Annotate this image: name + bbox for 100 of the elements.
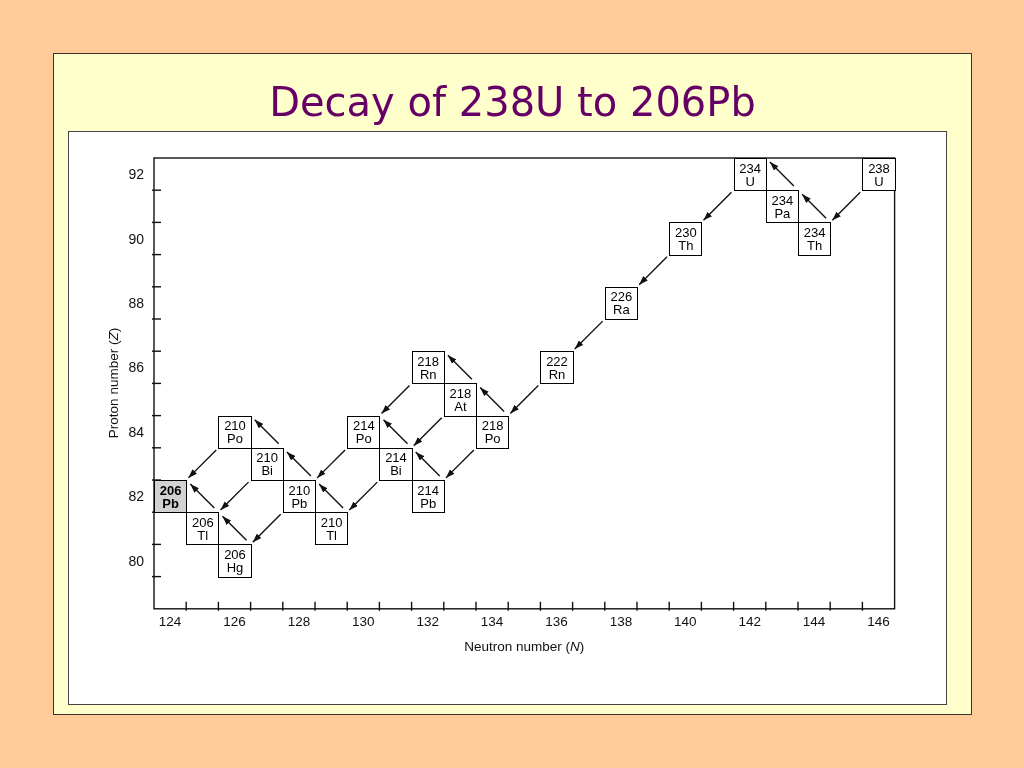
- decay-arrow: [509, 384, 539, 415]
- tick-label: 136: [545, 614, 568, 630]
- tick-label: 138: [609, 614, 633, 630]
- decay-arrow: [189, 483, 215, 509]
- tick-label: 92: [128, 166, 144, 183]
- mass-number: 234: [771, 193, 794, 207]
- tick-label: 128: [287, 614, 311, 630]
- mass-number: 234: [803, 226, 826, 239]
- decay-arrow: [447, 354, 473, 380]
- element-symbol: Hg: [226, 561, 244, 574]
- element-symbol: Bi: [390, 464, 402, 478]
- mass-number: 206: [224, 548, 246, 561]
- decay-arrow: [382, 419, 409, 445]
- isotope-box: [154, 480, 188, 514]
- decay-arrow: [348, 481, 378, 511]
- mass-number: 206: [159, 483, 182, 497]
- mass-number: 210: [224, 419, 246, 433]
- decay-arrow: [769, 161, 795, 187]
- element-symbol: Pa: [774, 206, 791, 220]
- tick-label: 146: [867, 614, 890, 630]
- isotope-box: [765, 190, 799, 224]
- tick-label: 86: [128, 359, 144, 376]
- tick-label: 126: [223, 614, 246, 630]
- isotope-box: [282, 480, 316, 514]
- isotope-box: [411, 480, 445, 514]
- mass-number: 210: [256, 451, 279, 465]
- mass-number: 218: [449, 387, 472, 400]
- decay-arrow: [445, 449, 475, 479]
- isotope-box: [411, 351, 445, 385]
- element-symbol: Ra: [613, 303, 630, 317]
- decay-arrow: [702, 191, 733, 221]
- tick-label: 80: [128, 552, 144, 569]
- tick-label: 84: [128, 423, 144, 440]
- tick-label: 144: [802, 614, 826, 630]
- mass-number: 230: [674, 226, 697, 239]
- element-symbol: Rn: [548, 367, 566, 381]
- element-symbol: U: [874, 174, 884, 188]
- decay-arrow: [479, 386, 505, 413]
- decay-arrow: [831, 191, 861, 221]
- isotope-box: [443, 383, 477, 417]
- isotope-box: [250, 447, 284, 481]
- isotope-box: [218, 415, 252, 449]
- element-symbol: Pb: [162, 496, 179, 510]
- tick-label: 90: [128, 230, 144, 247]
- axis-title: Proton number (Z): [106, 328, 122, 439]
- element-symbol: At: [454, 400, 467, 413]
- mass-number: 238: [868, 161, 890, 175]
- isotope-box: [798, 222, 832, 256]
- decay-arrow: [413, 417, 443, 447]
- mass-number: 218: [417, 354, 440, 368]
- tick-label: 130: [352, 614, 375, 630]
- tick-label: 132: [416, 614, 439, 630]
- element-symbol: Rn: [419, 367, 437, 381]
- decay-arrow: [415, 451, 441, 477]
- tick-label: 88: [128, 294, 144, 311]
- mass-number: 214: [417, 483, 440, 497]
- element-symbol: Th: [678, 239, 694, 252]
- decay-arrow: [801, 193, 827, 219]
- element-symbol: Po: [355, 432, 372, 446]
- isotope-box: [186, 512, 220, 546]
- tick-label: 142: [738, 614, 761, 630]
- mass-number: 222: [546, 354, 568, 368]
- mass-number: 234: [739, 161, 762, 175]
- element-symbol: Tl: [197, 528, 209, 542]
- isotope-box: [540, 351, 574, 385]
- isotope-box: [862, 158, 896, 192]
- decay-arrow: [574, 320, 604, 350]
- decay-arrow: [318, 483, 344, 509]
- isotope-box: [669, 222, 703, 256]
- element-symbol: U: [745, 174, 755, 188]
- mass-number: 214: [385, 451, 407, 465]
- isotope-box: [315, 512, 349, 546]
- tick-label: 124: [158, 614, 182, 630]
- mass-number: 226: [610, 290, 633, 304]
- element-symbol: Po: [227, 432, 243, 446]
- decay-arrow: [286, 451, 312, 477]
- element-symbol: Bi: [261, 464, 273, 478]
- decay-arrow: [638, 256, 668, 286]
- mass-number: 210: [320, 515, 343, 529]
- axis-title: Neutron number (N): [464, 639, 585, 655]
- mass-number: 214: [352, 419, 375, 433]
- decay-arrow: [187, 449, 217, 479]
- isotope-box: [218, 544, 252, 578]
- decay-arrow: [254, 419, 280, 445]
- element-symbol: Po: [484, 432, 501, 446]
- element-symbol: Pb: [420, 496, 437, 510]
- element-symbol: Th: [807, 239, 823, 252]
- decay-arrow: [219, 481, 250, 511]
- isotope-box: [476, 415, 510, 449]
- mass-number: 218: [481, 419, 504, 433]
- isotope-box: [604, 286, 638, 320]
- decay-arrow: [221, 515, 248, 541]
- element-symbol: Tl: [326, 528, 337, 542]
- slide-title: Decay of 238U to 206Pb: [269, 78, 756, 126]
- isotope-box: [733, 158, 767, 192]
- mass-number: 206: [191, 515, 214, 529]
- mass-number: 210: [288, 483, 311, 497]
- tick-label: 140: [674, 614, 697, 630]
- decay-arrow: [316, 449, 346, 479]
- decay-arrow: [252, 513, 282, 543]
